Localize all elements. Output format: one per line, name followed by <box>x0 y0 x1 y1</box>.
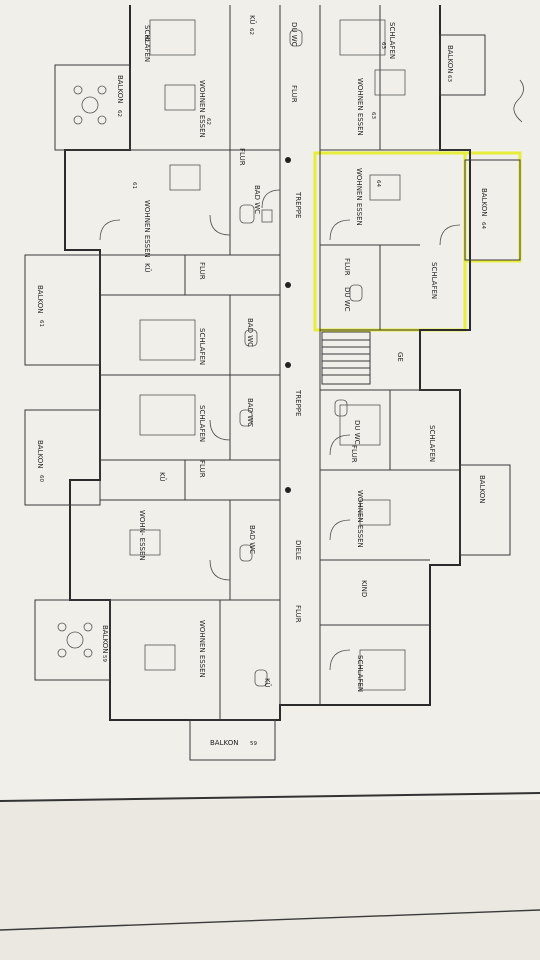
label-r58-flur: FLUR <box>350 445 358 463</box>
badge-r64: 64 <box>375 180 381 187</box>
label-r61-ku: KÜ <box>143 263 152 273</box>
label-r62-balkon: BALKON <box>116 75 124 103</box>
badge-r62-kuche: 62 <box>248 28 254 35</box>
sheet-border-line-bottom <box>0 909 540 931</box>
label-r59-kue: KÜ <box>263 678 272 688</box>
label-r58-wohnen: WOHNEN ESSEN <box>356 490 364 548</box>
badge-r61-balkon: 61 <box>38 320 44 327</box>
label-r62-kuche: KÜ <box>248 15 257 25</box>
labels: SCHLAFEN 62 WOHNEN ESSEN 62 BALKON 62 KÜ… <box>36 15 488 747</box>
label-r61-bad: BAD WC <box>246 318 254 347</box>
label-r62-schlafen: SCHLAFEN <box>143 25 151 62</box>
label-r62-wohnen: WOHNEN ESSEN <box>198 80 206 138</box>
paper-sheet <box>0 0 540 800</box>
balconies <box>24 34 521 761</box>
label-r63-schlafen: SCHLAFEN <box>388 22 396 59</box>
furniture <box>57 19 406 691</box>
label-ge: GE <box>396 352 404 362</box>
badge-r59-balkon2: 59 <box>250 741 257 747</box>
label-r60-balkon: BALKON <box>36 440 44 468</box>
label-r59-balkon: BALKON <box>101 625 109 653</box>
label-r59-diele: DIELE <box>294 540 302 560</box>
label-r63-wohnen: WOHNEN ESSEN <box>356 78 364 136</box>
badge-r61: 61 <box>131 182 137 189</box>
label-r63-balkon: BALKON <box>446 45 454 73</box>
label-r59-flur: FLUR <box>294 605 302 623</box>
label-r63-flur: FLUR <box>290 85 298 103</box>
label-r60-bad: BAD WC <box>246 398 254 427</box>
label-r59-wohnen: WOHNEN ESSEN <box>198 620 206 678</box>
badge-r62-wohnen: 62 <box>205 118 211 125</box>
badge-r64-balkon: 64 <box>480 222 486 229</box>
doors <box>99 189 461 671</box>
badge-r63-wohnen: 63 <box>370 112 376 119</box>
label-r61-schlafen: SCHLAFEN <box>198 328 206 365</box>
label-r60-wohnen: WOHN- ESSEN <box>138 510 146 561</box>
label-r59-kind: KIND <box>360 580 368 597</box>
badge-r59-balkon: 59 <box>101 655 107 662</box>
sanitary <box>239 29 363 687</box>
label-r60-flur: FLUR <box>198 460 206 478</box>
label-r64-flur: FLUR <box>343 258 351 276</box>
label-r62-bad: BAD WC <box>253 185 261 214</box>
label-r64-balkon: BALKON <box>480 188 488 216</box>
staircase <box>321 331 371 385</box>
handwritten-mark <box>513 79 524 123</box>
badge-r62: 62 <box>143 35 149 42</box>
label-r61-wohnen: WOHNEN ESSEN <box>143 200 151 258</box>
badge-r63: 63 <box>380 42 386 49</box>
label-treppe-mid: TREPPE <box>294 389 302 416</box>
label-r61-balkon: BALKON <box>36 285 44 313</box>
label-r58-balkon: BALKON <box>478 475 486 503</box>
label-r64-du: DU WC <box>343 287 351 312</box>
label-r59-bad: BAD WC <box>248 525 256 554</box>
label-treppe-top: TREPPE <box>294 191 302 218</box>
corridor-markers <box>285 157 291 493</box>
label-r60-schlafen: SCHLAFEN <box>198 405 206 442</box>
label-r60-ku: KÜ <box>158 472 167 482</box>
label-r64-schlafen: SCHLAFEN <box>430 262 438 299</box>
lower-paper <box>0 800 540 960</box>
label-r64-wohnen: WOHNEN ESSEN <box>355 168 363 226</box>
label-r58-schlafen: SCHLAFEN <box>428 425 436 462</box>
label-r58-du: DU WC <box>353 420 361 445</box>
badge-r62-balkon: 62 <box>116 110 122 117</box>
label-r63-du: DU WC <box>290 22 298 47</box>
label-r59-schlafen: SCHLAFEN <box>356 655 364 692</box>
label-r59-balkon2: BALKON <box>210 739 238 747</box>
sheet-border-line <box>0 792 540 802</box>
label-r62-flur: FLUR <box>238 148 246 166</box>
badge-r63-balkon: 63 <box>446 75 452 82</box>
building-walls <box>64 5 471 721</box>
label-r61-flur: FLUR <box>198 262 206 280</box>
badge-r60-balkon: 60 <box>38 475 44 482</box>
